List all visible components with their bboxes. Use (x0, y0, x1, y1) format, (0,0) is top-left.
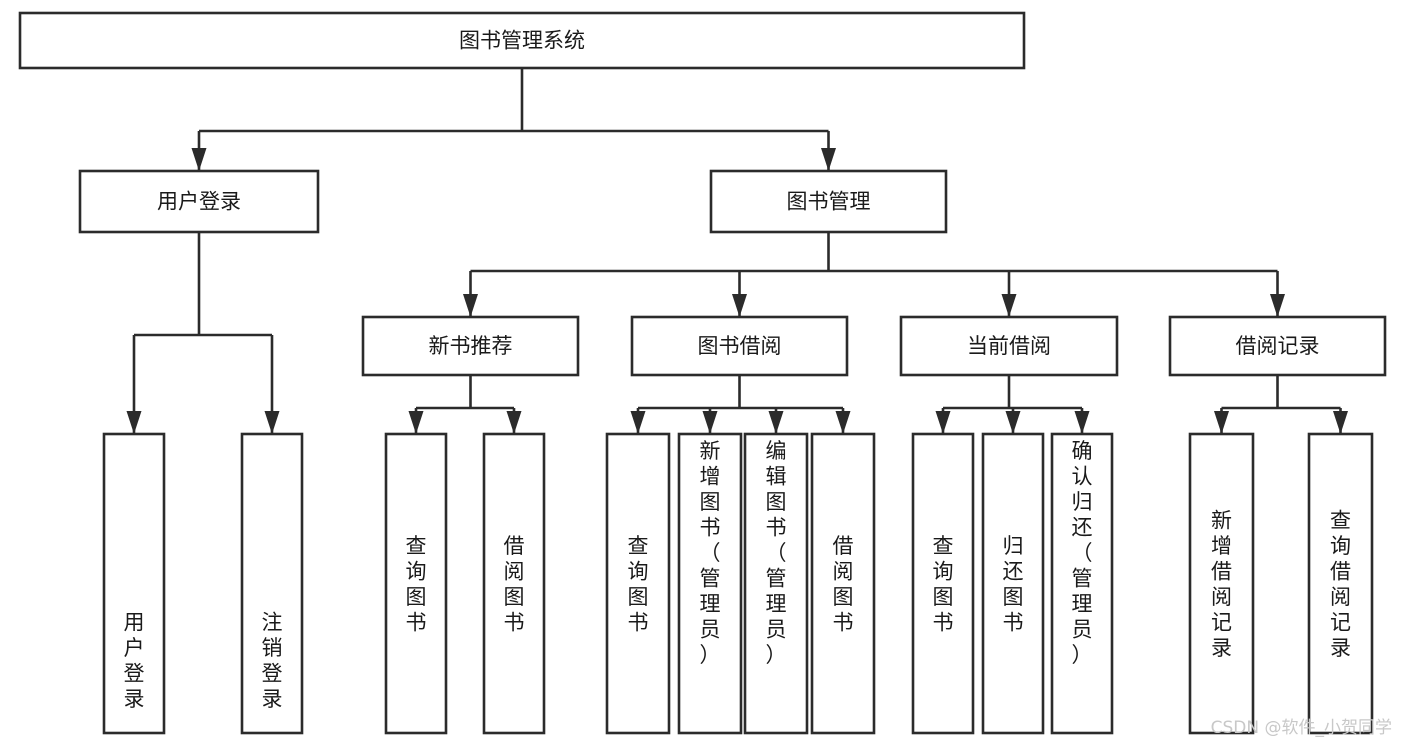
node-box[interactable] (384, 432, 448, 735)
node-确认归还管理员[interactable]: 确认归还（管理员） (1050, 432, 1114, 735)
arrow-head-icon (1214, 411, 1229, 434)
arrow-head-icon (630, 411, 646, 434)
node-box[interactable] (1307, 432, 1374, 735)
arrow-head-icon (1333, 411, 1348, 434)
arrow-head-icon (1270, 294, 1285, 317)
node-label: 图书管理系统 (459, 29, 585, 53)
csdn-watermark: CSDN @软件_小贺同学 (1211, 718, 1392, 738)
arrow-head-icon (1074, 411, 1090, 434)
node-查询借阅记录[interactable]: 查询借阅记录 (1307, 432, 1374, 735)
node-新书推荐[interactable]: 新书推荐 (361, 315, 580, 377)
node-box[interactable] (605, 432, 671, 735)
node-查询图书[interactable]: 查询图书 (605, 432, 671, 735)
node-box[interactable] (102, 432, 166, 735)
node-label: 新增图书（管理员） (700, 439, 721, 667)
node-label: 当前借阅 (967, 334, 1051, 358)
arrow-head-icon (835, 411, 851, 434)
arrow-head-icon (408, 411, 424, 434)
arrow-head-icon (506, 411, 522, 434)
node-label: 查询借阅记录 (1330, 508, 1351, 660)
nodes-layer: 图书管理系统用户登录图书管理新书推荐图书借阅当前借阅借阅记录用户登录注销登录查询… (18, 11, 1387, 735)
node-新增借阅记录[interactable]: 新增借阅记录 (1188, 432, 1255, 735)
node-用户登录[interactable]: 用户登录 (78, 169, 320, 234)
arrow-head-icon (935, 411, 951, 434)
node-box[interactable] (18, 11, 1026, 70)
node-box[interactable] (743, 432, 809, 735)
node-图书管理[interactable]: 图书管理 (709, 169, 948, 234)
arrow-head-icon (732, 294, 747, 317)
node-label: 借阅图书 (504, 534, 525, 635)
node-新增图书管理员[interactable]: 新增图书（管理员） (677, 432, 743, 735)
node-编辑图书管理员[interactable]: 编辑图书（管理员） (743, 432, 809, 735)
node-label: 查询图书 (933, 534, 954, 635)
node-查询图书[interactable]: 查询图书 (911, 432, 975, 735)
node-box[interactable] (709, 169, 948, 234)
arrow-head-icon (463, 294, 478, 317)
node-label: 图书借阅 (698, 334, 782, 358)
node-当前借阅[interactable]: 当前借阅 (899, 315, 1119, 377)
arrow-head-icon (821, 148, 836, 171)
node-label: 新书推荐 (429, 334, 513, 358)
node-box[interactable] (1050, 432, 1114, 735)
arrow-head-icon (191, 148, 207, 171)
node-label: 编辑图书（管理员） (766, 439, 787, 667)
node-查询图书[interactable]: 查询图书 (384, 432, 448, 735)
node-box[interactable] (1188, 432, 1255, 735)
node-图书借阅[interactable]: 图书借阅 (630, 315, 849, 377)
node-label: 查询图书 (406, 534, 427, 635)
node-label: 图书管理 (787, 190, 871, 214)
node-label: 新增借阅记录 (1211, 508, 1232, 660)
arrow-head-icon (1001, 294, 1017, 317)
node-归还图书[interactable]: 归还图书 (981, 432, 1045, 735)
node-注销登录[interactable]: 注销登录 (240, 432, 304, 735)
node-box[interactable] (981, 432, 1045, 735)
arrow-head-icon (1005, 411, 1021, 434)
node-box[interactable] (677, 432, 743, 735)
node-box[interactable] (361, 315, 580, 377)
arrow-head-icon (264, 411, 280, 434)
node-label: 注销登录 (262, 610, 283, 711)
node-用户登录[interactable]: 用户登录 (102, 432, 166, 735)
node-图书管理系统[interactable]: 图书管理系统 (18, 11, 1026, 70)
node-label: 用户登录 (124, 610, 145, 711)
node-box[interactable] (899, 315, 1119, 377)
node-label: 借阅记录 (1236, 334, 1320, 358)
node-label: 借阅图书 (833, 534, 854, 635)
node-label: 用户登录 (157, 190, 241, 214)
node-借阅图书[interactable]: 借阅图书 (810, 432, 876, 735)
arrow-head-icon (126, 411, 142, 434)
node-label: 确认归还（管理员） (1072, 439, 1093, 667)
node-box[interactable] (240, 432, 304, 735)
arrow-head-icon (702, 411, 718, 434)
node-借阅记录[interactable]: 借阅记录 (1168, 315, 1387, 377)
node-box[interactable] (78, 169, 320, 234)
arrow-head-icon (768, 411, 784, 434)
connectors-layer (126, 68, 1348, 434)
node-box[interactable] (911, 432, 975, 735)
node-label: 查询图书 (628, 534, 649, 635)
node-label: 归还图书 (1003, 534, 1024, 635)
node-box[interactable] (1168, 315, 1387, 377)
node-借阅图书[interactable]: 借阅图书 (482, 432, 546, 735)
node-box[interactable] (482, 432, 546, 735)
node-box[interactable] (810, 432, 876, 735)
node-box[interactable] (630, 315, 849, 377)
